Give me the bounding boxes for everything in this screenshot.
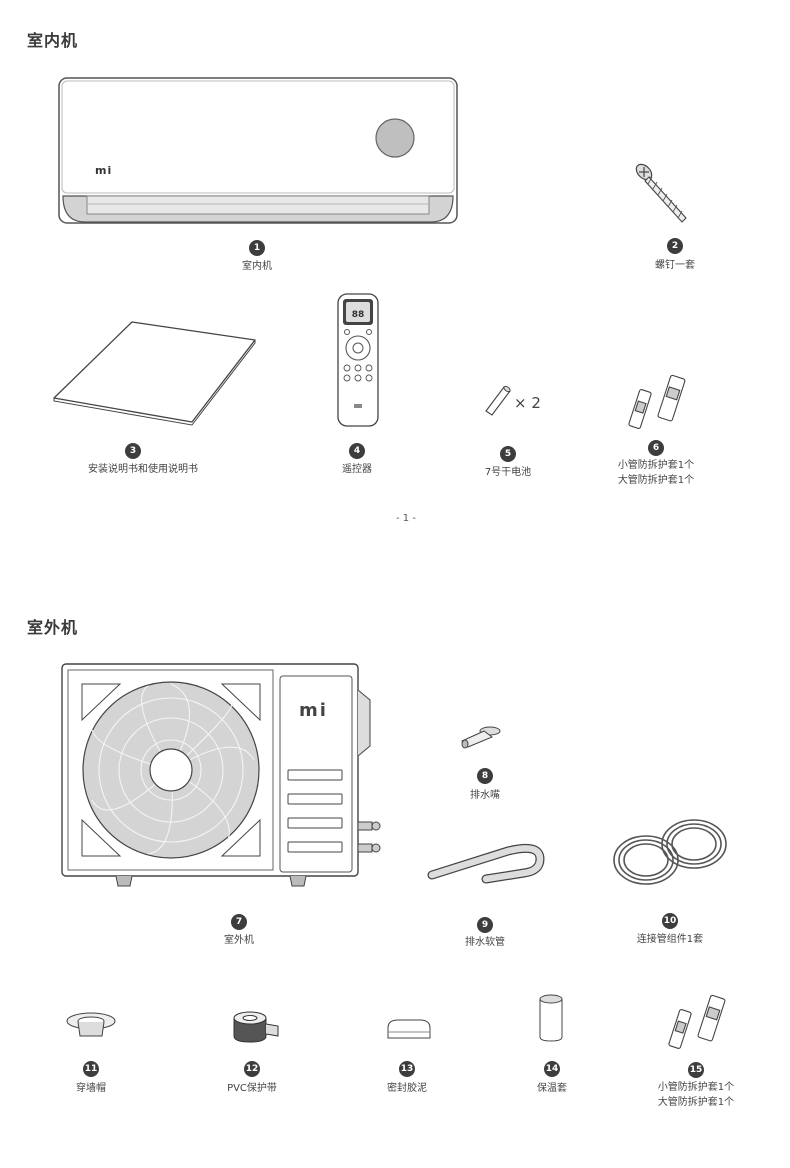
outdoor-unit-logo: mi bbox=[299, 700, 328, 721]
item-badge-2: 2 bbox=[667, 238, 683, 254]
indoor-unit-logo: mi bbox=[95, 164, 113, 177]
item-label-15-line2: 大管防拆护套1个 bbox=[657, 1097, 735, 1108]
manual-illustration bbox=[53, 321, 256, 426]
indoor-section-title: 室内机 bbox=[27, 31, 79, 50]
sealing-putty-illustration bbox=[387, 1019, 431, 1039]
item-badge-1: 1 bbox=[249, 240, 265, 256]
item-badge-7: 7 bbox=[231, 914, 247, 930]
drain-hose-illustration bbox=[427, 843, 545, 884]
item-label-9: 排水软管 bbox=[465, 937, 505, 948]
wall-cap-illustration bbox=[66, 1012, 116, 1037]
item-badge-13: 13 bbox=[399, 1061, 415, 1077]
insulation-sleeve-illustration bbox=[539, 994, 563, 1042]
svg-text:88: 88 bbox=[352, 310, 365, 320]
item-label-15-line1: 小管防拆护套1个 bbox=[657, 1082, 735, 1093]
battery-quantity: × 2 bbox=[514, 394, 541, 412]
item-badge-10: 10 bbox=[662, 913, 678, 929]
item-label-5: 7号干电池 bbox=[484, 467, 532, 478]
battery-illustration bbox=[485, 385, 511, 416]
item-label-14: 保温套 bbox=[537, 1083, 567, 1094]
outdoor-section-title: 室外机 bbox=[27, 618, 79, 637]
item-label-13: 密封胶泥 bbox=[387, 1083, 427, 1094]
item-badge-8: 8 bbox=[477, 768, 493, 784]
page-number: - 1 - bbox=[396, 513, 416, 524]
item-badge-6: 6 bbox=[648, 440, 664, 456]
item-badge-4: 4 bbox=[349, 443, 365, 459]
item-label-8: 排水嘴 bbox=[470, 790, 500, 801]
item-label-12: PVC保护带 bbox=[227, 1083, 277, 1094]
pvc-tape-illustration bbox=[233, 1011, 279, 1043]
anti-tamper-sleeves-illustration bbox=[628, 374, 686, 429]
item-label-6-line1: 小管防拆护套1个 bbox=[617, 460, 695, 471]
item-badge-9: 9 bbox=[477, 917, 493, 933]
outdoor-unit-illustration bbox=[61, 663, 381, 887]
drain-nozzle-illustration bbox=[461, 726, 501, 749]
screw-illustration bbox=[635, 163, 687, 223]
remote-control-illustration: 88 bbox=[337, 293, 379, 427]
item-badge-12: 12 bbox=[244, 1061, 260, 1077]
item-badge-15: 15 bbox=[688, 1062, 704, 1078]
item-label-11: 穿墙帽 bbox=[76, 1083, 106, 1094]
item-badge-11: 11 bbox=[83, 1061, 99, 1077]
connecting-pipe-illustration bbox=[613, 819, 727, 885]
item-label-2: 螺钉一套 bbox=[655, 260, 695, 271]
item-label-1: 室内机 bbox=[242, 261, 272, 272]
item-label-6-line2: 大管防拆护套1个 bbox=[617, 475, 695, 486]
item-label-3: 安装说明书和使用说明书 bbox=[88, 464, 198, 475]
item-label-4: 遥控器 bbox=[342, 464, 372, 475]
item-badge-14: 14 bbox=[544, 1061, 560, 1077]
indoor-unit-illustration bbox=[58, 77, 458, 224]
item-badge-3: 3 bbox=[125, 443, 141, 459]
anti-tamper-sleeves-outdoor-illustration bbox=[668, 994, 726, 1049]
item-badge-5: 5 bbox=[500, 446, 516, 462]
item-label-10: 连接管组件1套 bbox=[636, 934, 704, 945]
item-label-7: 室外机 bbox=[224, 935, 254, 946]
